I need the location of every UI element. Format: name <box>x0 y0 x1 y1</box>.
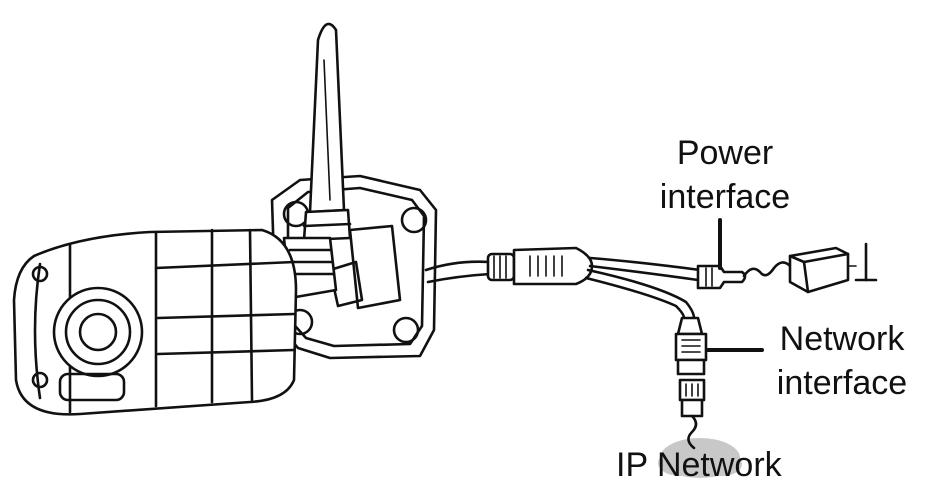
network-label-line2: interface <box>776 364 908 402</box>
power-adapter <box>788 242 878 294</box>
main-cable <box>424 260 492 284</box>
ip-network-label: IP Network <box>616 446 782 484</box>
network-label-line1: Network <box>779 320 905 358</box>
network-cable <box>584 268 708 450</box>
power-label-line1: Power <box>676 134 774 172</box>
network-interface-label: Network interface <box>764 320 920 402</box>
ip-network-cloud <box>658 438 742 478</box>
power-interface-label: Power interface <box>640 134 810 216</box>
cable-splitter <box>486 246 594 286</box>
power-label-line2: interface <box>659 178 791 216</box>
antenna <box>302 22 352 242</box>
power-cable <box>588 256 792 290</box>
camera-body <box>12 228 298 416</box>
